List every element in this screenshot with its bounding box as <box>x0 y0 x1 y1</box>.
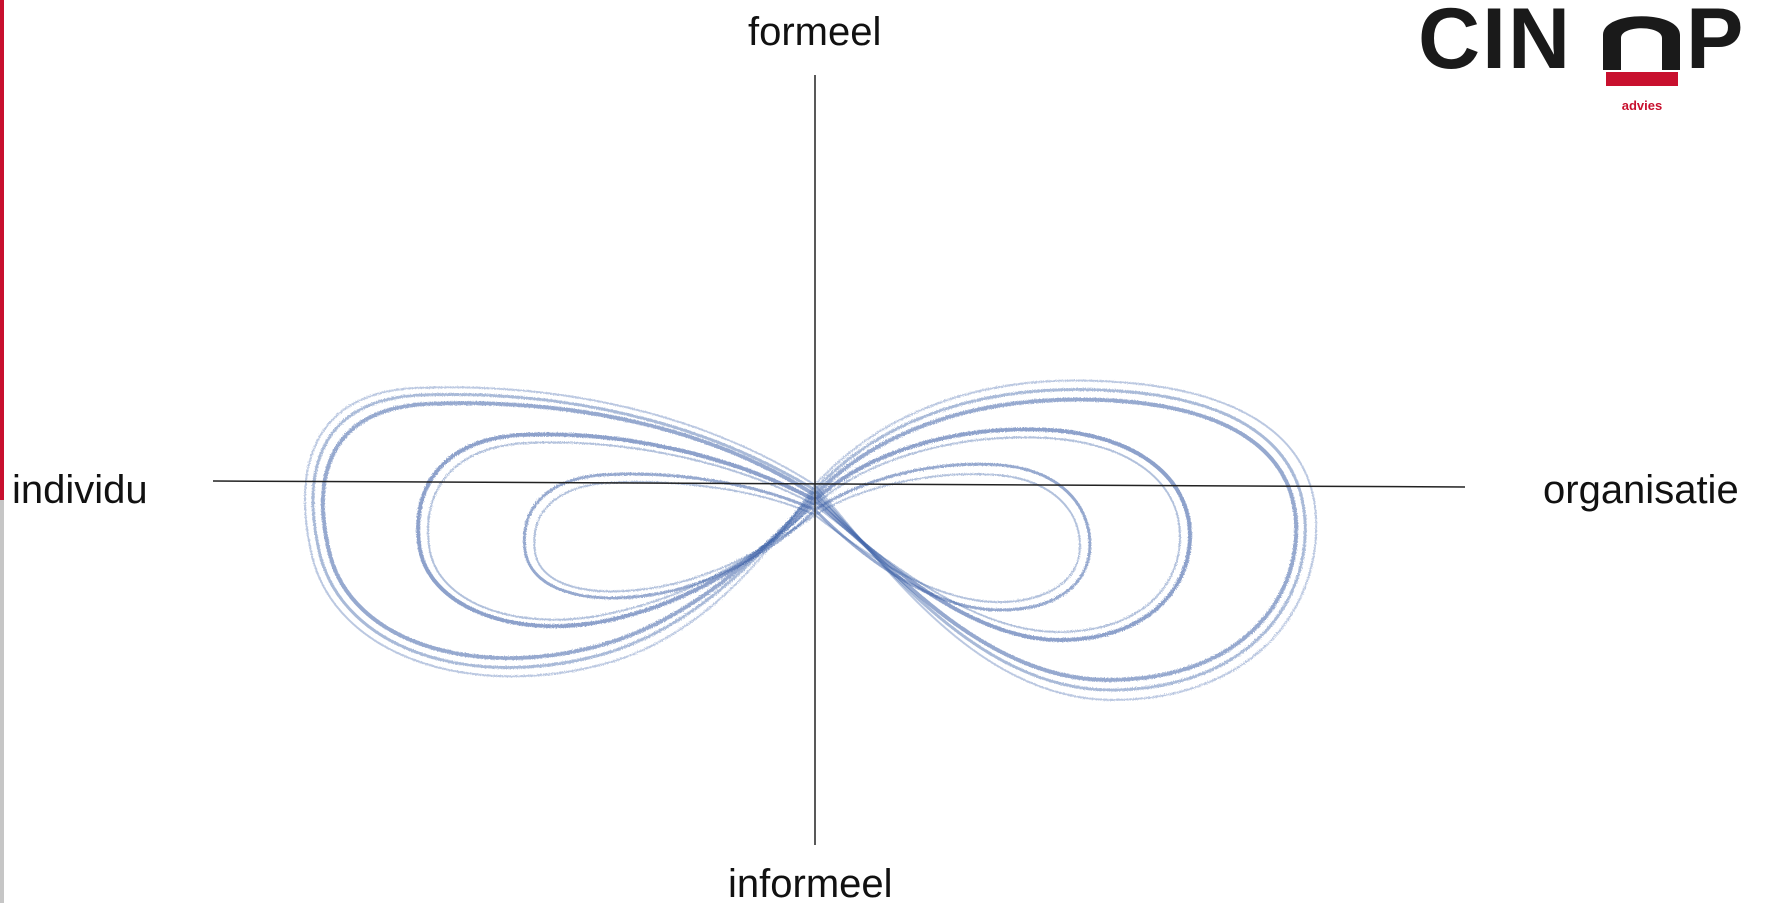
horizontal-axis-line <box>212 480 1466 488</box>
side-grey-bar <box>0 500 4 903</box>
cinop-logo: CIN P advies <box>1418 0 1743 113</box>
svg-text:CIN: CIN <box>1418 0 1572 87</box>
axis-label-bottom: informeel <box>728 862 893 906</box>
axis-label-left: individu <box>12 468 148 512</box>
svg-text:P: P <box>1686 0 1743 87</box>
infinity-sketch-icon <box>304 379 1318 702</box>
svg-text:advies: advies <box>1622 98 1662 113</box>
axis-label-right: organisatie <box>1543 468 1739 512</box>
axis-label-top: formeel <box>748 10 882 54</box>
side-accent-bar <box>0 0 4 500</box>
